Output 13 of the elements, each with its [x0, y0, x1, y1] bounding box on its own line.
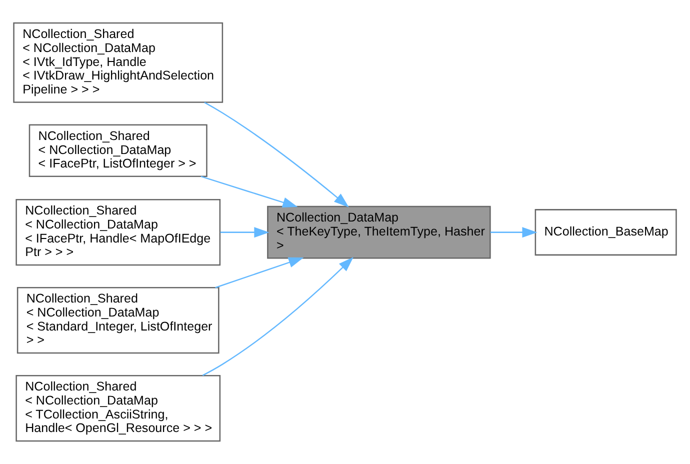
- node-box: NCollection_Shared < NCollection_DataMap < Standard_Integer, ListOfInteger > >: [16, 287, 220, 354]
- arrow: [220, 227, 270, 238]
- arrow: [215, 257, 304, 288]
- node-box: NCollection_Shared < NCollection_DataMap < IFacePtr, Handle< MapOfIEdge Ptr > > >: [16, 199, 221, 266]
- arrow: [202, 257, 354, 376]
- node-box: NCollection_BaseMap: [534, 209, 677, 256]
- arrow: [200, 176, 298, 208]
- node-box: NCollection_DataMap < TheKeyType, TheItemType, Hasher >: [267, 206, 491, 259]
- node-box: NCollection_Shared < NCollection_DataMap < IVtk_IdType, Handle < IVtkDraw_HighlightAndSelection Pipeline > > >: [13, 22, 224, 103]
- arrow: [204, 102, 349, 208]
- arrow: [490, 227, 538, 238]
- node-box: NCollection_Shared < NCollection_DataMap < TCollection_AsciiString, Handle< OpenGl_Resource > > >: [16, 374, 221, 442]
- node-box: NCollection_Shared < NCollection_DataMap < IFacePtr, ListOfInteger > >: [28, 124, 208, 177]
